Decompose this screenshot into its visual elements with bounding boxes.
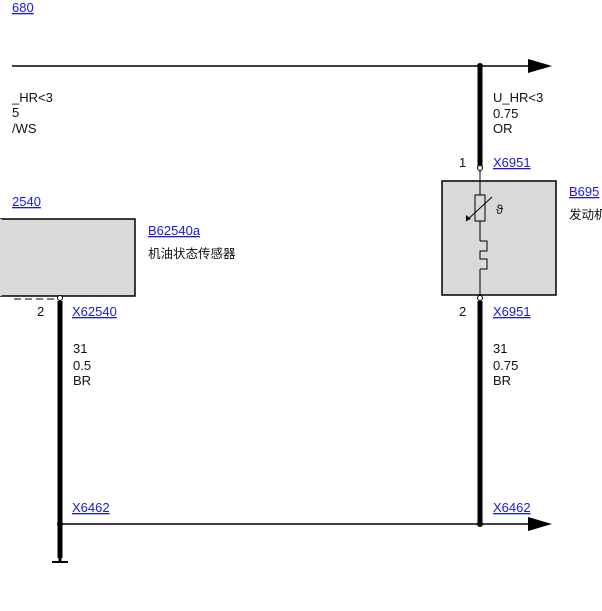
right-wire-gauge: 0.75 [493,106,518,121]
right-pin-bottom-terminal [477,295,483,301]
left-ground-connector-link[interactable]: X6462 [72,500,110,515]
right-module-name: 发动机 [569,207,602,222]
right-wire-signal: U_HR<3 [493,90,543,105]
left-lower-wire-color: BR [73,373,91,388]
right-lower-wire-signal: 31 [493,341,507,356]
right-pin-top-connector-link[interactable]: X6951 [493,155,531,170]
left-module-id-link[interactable]: B62540a [148,223,201,238]
right-ground-connector-link[interactable]: X6462 [493,500,531,515]
right-lower-wire-gauge: 0.75 [493,358,518,373]
left-pin-number: 2 [37,304,44,319]
left-lower-wire-signal: 31 [73,341,87,356]
top-arrow-icon [528,59,552,73]
left-lower-wire-gauge: 0.5 [73,358,91,373]
left-pin-terminal [57,295,63,301]
left-module-connector-link[interactable]: 2540 [12,194,41,209]
bottom-arrow-icon [528,517,552,531]
thermistor-slash [465,196,493,222]
top-connector-link[interactable]: 680 [12,0,34,15]
heating-element-icon [479,240,488,270]
left-module-box[interactable] [0,218,136,297]
right-ground-junction-dot [477,521,483,527]
left-ground-junction-dot [57,521,63,527]
right-lower-wire-color: BR [493,373,511,388]
right-wire-color: OR [493,121,513,136]
right-pin-bottom-connector-link[interactable]: X6951 [493,304,531,319]
right-pin-bottom-number: 2 [459,304,466,319]
left-wire-gauge: 5 [12,105,19,120]
right-pin-top-number: 1 [459,155,466,170]
thermistor-arrow-icon [466,215,471,221]
left-wire-color: /WS [12,121,37,136]
right-module-id-link[interactable]: B695 [569,184,599,199]
left-module-name: 机油状态传感器 [148,246,236,261]
theta-symbol: ϑ [496,202,504,217]
right-pin-top-terminal [477,165,483,171]
left-pin-connector-link[interactable]: X62540 [72,304,117,319]
left-wire-signal: _HR<3 [11,90,53,105]
right-module-box[interactable] [441,180,557,296]
